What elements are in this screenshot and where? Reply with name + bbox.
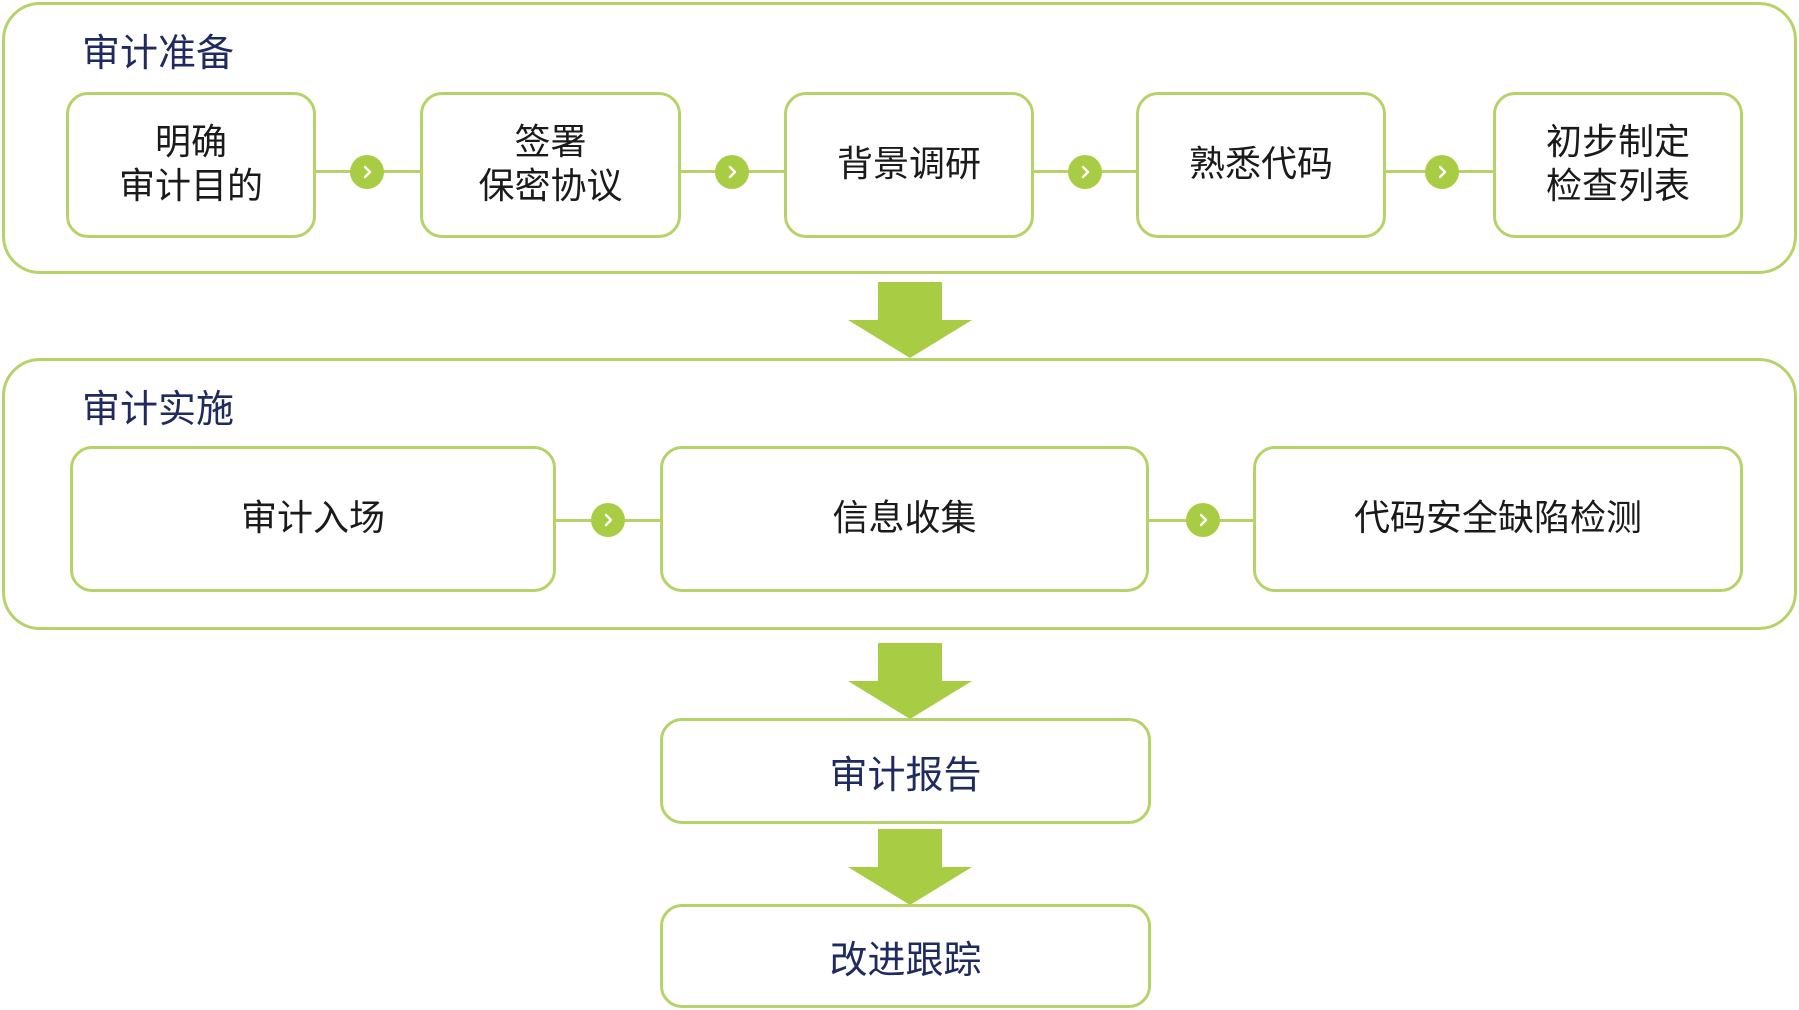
step-label-line1: 审计入场 [240,498,385,540]
step-label-line1: 信息收集 [832,498,977,540]
chevron-right-icon [715,155,749,189]
step-label-line1: 初步制定 [1545,122,1690,164]
stage-title-preparation: 审计准备 [82,31,235,75]
audit-report-box: 审计报告 [660,718,1151,824]
step-draft-checklist: 初步制定 检查列表 [1493,92,1743,238]
step-label-line2: 审计目的 [118,166,263,207]
step-information-gathering: 信息收集 [660,446,1149,592]
step-label-line1: 代码安全缺陷检测 [1353,498,1642,540]
stage-title-implementation: 审计实施 [82,387,235,431]
step-label-line2: 检查列表 [1545,166,1690,207]
step-label-line2: 保密协议 [478,166,623,207]
audit-report-label: 审计报告 [829,752,982,797]
improvement-followup-label: 改进跟踪 [829,937,982,982]
arrow-down-icon [848,829,972,905]
step-sign-nda: 签署 保密协议 [420,92,681,238]
chevron-right-icon [1186,503,1220,537]
step-code-defect-detection: 代码安全缺陷检测 [1253,446,1743,592]
arrow-down-icon [848,282,972,358]
step-label-line1: 背景调研 [836,144,981,186]
arrow-down-icon [848,643,972,719]
step-familiarize-code: 熟悉代码 [1136,92,1386,238]
step-label-line1: 熟悉代码 [1188,144,1333,186]
step-label-line1: 明确 [154,122,227,164]
chevron-right-icon [1068,155,1102,189]
chevron-right-icon [591,503,625,537]
chevron-right-icon [350,155,384,189]
step-background-research: 背景调研 [784,92,1034,238]
step-audit-entry: 审计入场 [70,446,556,592]
step-define-audit-purpose: 明确 审计目的 [66,92,316,238]
improvement-followup-box: 改进跟踪 [660,904,1151,1008]
step-label-line1: 签署 [514,122,587,164]
chevron-right-icon [1425,155,1459,189]
